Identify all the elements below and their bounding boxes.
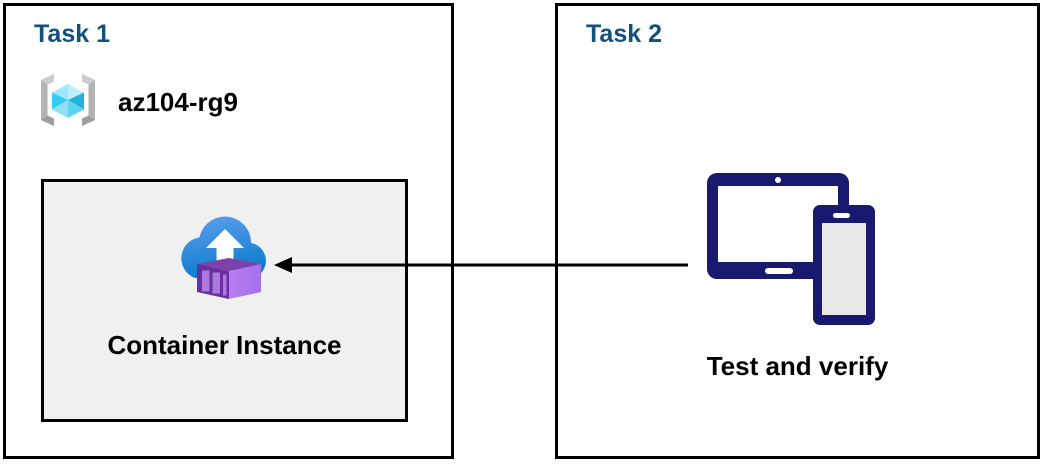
task-1-panel: Task 1 xyxy=(3,3,454,459)
container-instance-icon-wrap xyxy=(44,202,405,307)
devices-tablet-phone-icon xyxy=(703,161,893,346)
container-instance-label: Container Instance xyxy=(107,330,342,360)
resource-group-row: az104-rg9 xyxy=(34,66,238,139)
azure-resource-group-icon xyxy=(34,66,102,139)
container-instance-box: Container Instance xyxy=(41,179,408,422)
azure-container-instance-icon xyxy=(173,202,277,307)
task-2-title: Task 2 xyxy=(586,20,662,48)
devices-icon-wrap xyxy=(558,161,1037,346)
test-and-verify-label: Test and verify xyxy=(706,351,889,381)
task-1-title: Task 1 xyxy=(34,20,110,48)
resource-group-name: az104-rg9 xyxy=(118,87,238,117)
task-2-panel: Task 2 Test and verify xyxy=(555,3,1040,459)
